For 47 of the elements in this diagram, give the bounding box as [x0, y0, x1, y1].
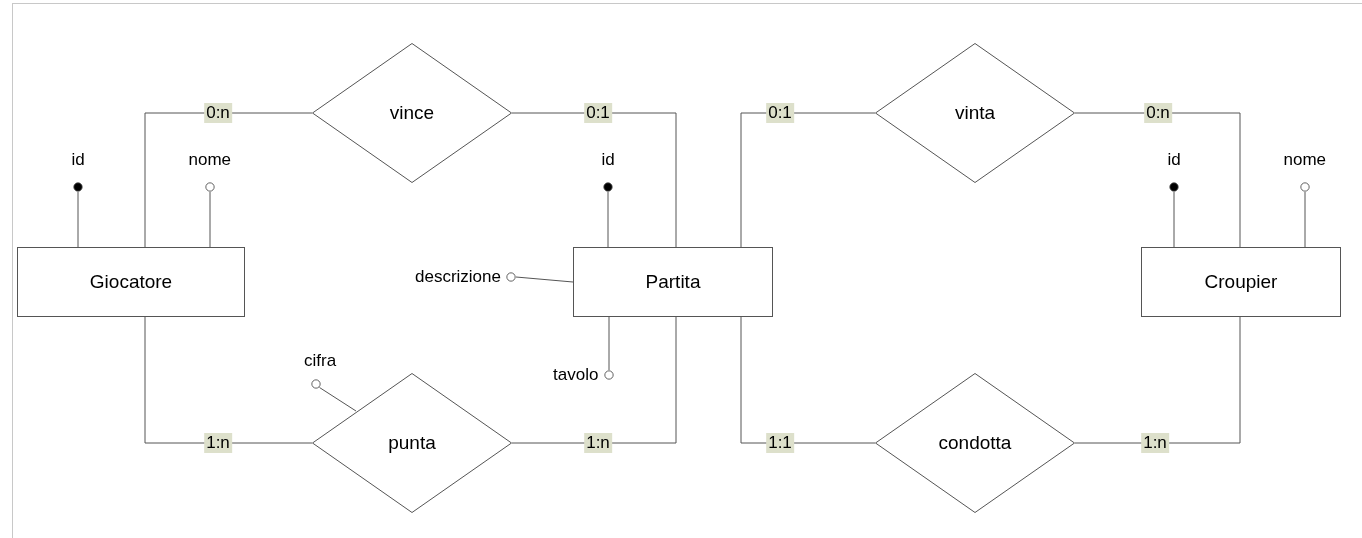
cardinality-label: 1:n [204, 433, 232, 453]
attribute-circle [205, 182, 215, 192]
attribute-name: nome [1283, 150, 1327, 170]
attribute-line [209, 191, 211, 248]
connector-line [740, 316, 876, 444]
connector-line [740, 112, 876, 248]
attribute-line [1173, 191, 1175, 248]
identifier-dot [1169, 182, 1179, 192]
cardinality-label: 0:1 [766, 103, 794, 123]
attribute-circle [1300, 182, 1310, 192]
entity-box: Giocatore [17, 247, 245, 317]
entity-box: Partita [573, 247, 773, 317]
entity-box: Croupier [1141, 247, 1341, 317]
attribute-name: nome [188, 150, 232, 170]
connector-line [1074, 112, 1241, 248]
attribute-name: descrizione [415, 267, 501, 287]
attribute-circle [311, 379, 321, 389]
attribute-name: id [71, 150, 85, 170]
attribute-line [515, 276, 574, 283]
connector-line [144, 316, 313, 444]
attribute-name: id [1167, 150, 1181, 170]
relationship-diamond: condotta [875, 373, 1075, 513]
cardinality-label: 1:n [584, 433, 612, 453]
cardinality-label: 0:n [1144, 103, 1172, 123]
attribute-name: id [601, 150, 615, 170]
attribute-circle [604, 370, 614, 380]
cardinality-label: 1:n [1141, 433, 1169, 453]
connector-line [1074, 316, 1241, 444]
attribute-line [77, 191, 79, 248]
attribute-name: tavolo [553, 365, 599, 385]
identifier-dot [603, 182, 613, 192]
connector-line [511, 316, 677, 444]
connector-line [144, 112, 313, 248]
relationship-diamond: vince [312, 43, 512, 183]
attribute-line [319, 387, 357, 412]
cardinality-label: 1:1 [766, 433, 794, 453]
identifier-dot [73, 182, 83, 192]
connector-line [511, 112, 677, 248]
relationship-diamond: punta [312, 373, 512, 513]
attribute-name: cifra [304, 351, 337, 371]
attribute-line [608, 316, 610, 371]
relationship-diamond: vinta [875, 43, 1075, 183]
attribute-line [1304, 191, 1306, 248]
attribute-circle [506, 272, 516, 282]
attribute-line [607, 191, 609, 248]
cardinality-label: 0:1 [584, 103, 612, 123]
cardinality-label: 0:n [204, 103, 232, 123]
